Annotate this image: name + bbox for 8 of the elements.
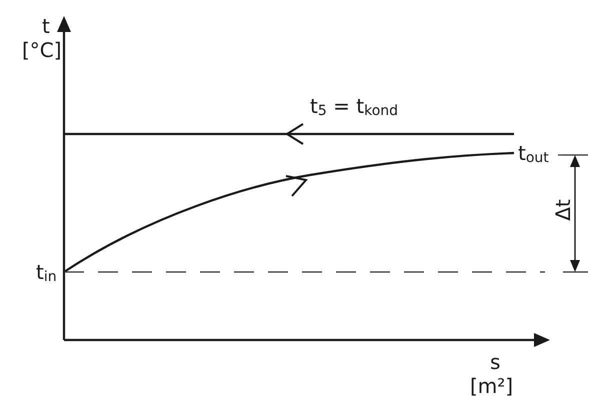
dimension-label: Δt <box>552 199 573 221</box>
equation-label: t$_{5}$ = t$_{kond}$ <box>310 96 398 118</box>
unit-label: [°C] <box>22 40 62 60</box>
curve-label: t$_{in}$ <box>36 262 57 284</box>
curve-label: t$_{out}$ <box>518 143 549 166</box>
axis-label: s <box>490 352 500 372</box>
unit-label: [m²] <box>470 376 514 396</box>
axis-label: t <box>42 16 50 36</box>
